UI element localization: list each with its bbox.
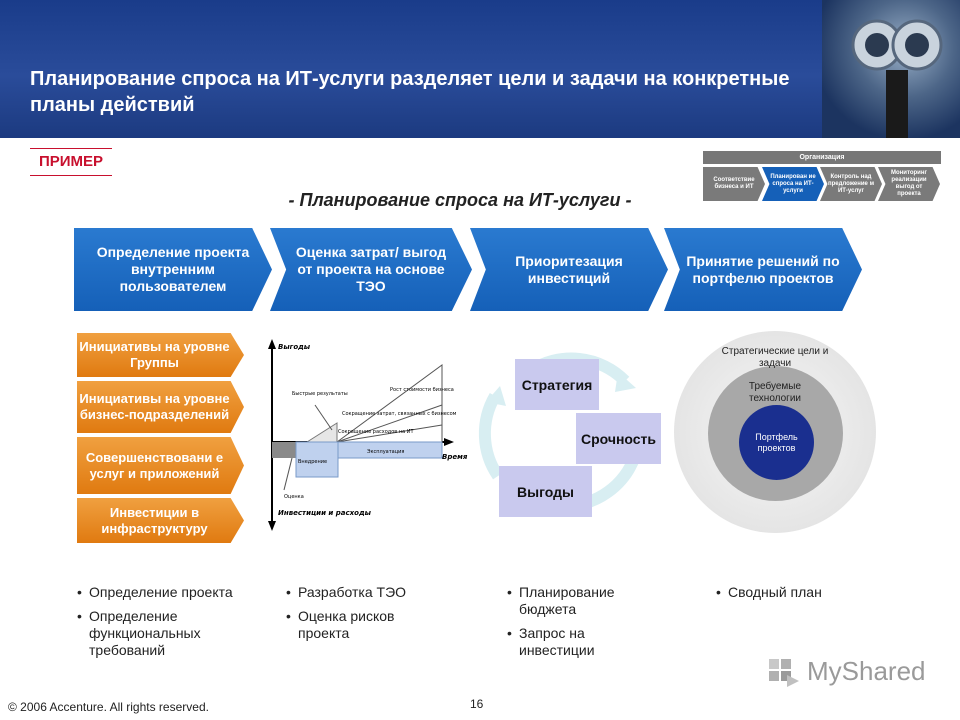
label-cost-reduction-business: Сокращение затрат, связанных с бизнесом	[342, 411, 457, 417]
nav-step-alignment: Соответствие бизнеса и ИТ	[703, 167, 765, 201]
header-banner	[0, 0, 960, 138]
initiative-business-units: Инициативы на уровне бизнес-подразделени…	[77, 381, 244, 433]
label-cost-reduction-it: Сокращение расходов на ИТ	[338, 429, 414, 435]
benefit-cost-diagram: Выгоды Время Рост стоимости бизнеса Быст…	[268, 339, 468, 531]
box-urgency: Срочность	[576, 413, 661, 464]
list-item: Планирование бюджета	[507, 584, 657, 618]
list-item: Определение функциональных требований	[77, 608, 237, 659]
bullets-col-3: Планирование бюджета Запрос на инвестици…	[507, 584, 657, 666]
process-step-2-label: Оценка затрат/ выгод от проекта на основ…	[295, 244, 447, 294]
bullets-col-4: Сводный план	[716, 584, 876, 608]
process-step-1: Определение проекта внутренним пользоват…	[74, 228, 272, 311]
label-implementation: Внедрение	[298, 459, 327, 465]
process-step-4-label: Принятие решений по портфелю проектов	[686, 252, 840, 286]
nav-step-benefit-monitoring: Мониторинг реализации выгод от проекта	[878, 167, 940, 201]
section-subtitle: - Планирование спроса на ИТ-услуги -	[288, 190, 632, 210]
process-step-4: Принятие решений по портфелю проектов	[664, 228, 862, 311]
page-title: Планирование спроса на ИТ-услуги разделя…	[30, 68, 790, 116]
initiative-group: Инициативы на уровне Группы	[77, 333, 244, 377]
example-tag: ПРИМЕР	[30, 148, 112, 176]
process-step-2: Оценка затрат/ выгод от проекта на основ…	[270, 228, 472, 311]
process-step-3-label: Приоритезация инвестиций	[515, 252, 623, 286]
label-required-tech: Требуемые технологии	[748, 381, 802, 404]
label-strategic-goals: Стратегические цели и задачи	[721, 346, 829, 369]
initiative-infrastructure: Инвестиции в инфраструктуру	[77, 498, 244, 543]
list-item: Сводный план	[716, 584, 876, 601]
circle-portfolio	[739, 405, 814, 480]
list-item: Оценка рисков проекта	[286, 608, 446, 642]
process-step-1-label: Определение проекта внутренним пользоват…	[96, 244, 250, 294]
label-operation: Эксплуатация	[367, 449, 404, 455]
nav-step-supply-control: Контроль над предложение м ИТ-услуг	[820, 167, 882, 201]
label-portfolio: Портфель проектов	[755, 432, 798, 453]
nav-step-demand-planning: Планирован ие спроса на ИТ-услуги	[762, 167, 824, 201]
copyright-text: © 2006 Accenture. All rights reserved.	[8, 700, 209, 714]
bullets-col-2: Разработка ТЭО Оценка рисков проекта	[286, 584, 446, 649]
page-number: 16	[470, 697, 484, 711]
y-top-label: Выгоды	[278, 343, 311, 351]
bullets-col-1: Определение проекта Определение функцион…	[77, 584, 237, 666]
x-time-label: Время	[442, 453, 468, 461]
label-cost-growth: Рост стоимости бизнеса	[390, 387, 454, 393]
label-quick-results: Быстрые результаты	[292, 391, 348, 397]
process-step-3: Приоритезация инвестиций	[470, 228, 668, 311]
logo-icon	[769, 659, 799, 687]
org-bar: Организация	[703, 151, 941, 164]
y-bottom-label: Инвестиции и расходы	[278, 509, 372, 517]
initiative-services: Совершенствовани е услуг и приложений	[77, 437, 244, 494]
logo-text: MyShared	[807, 656, 926, 686]
box-benefits: Выгоды	[499, 466, 592, 517]
label-assessment: Оценка	[284, 494, 304, 500]
list-item: Запрос на инвестиции	[507, 625, 657, 659]
list-item: Определение проекта	[77, 584, 237, 601]
list-item: Разработка ТЭО	[286, 584, 446, 601]
box-strategy: Стратегия	[515, 359, 599, 410]
binoculars-image	[822, 0, 960, 138]
